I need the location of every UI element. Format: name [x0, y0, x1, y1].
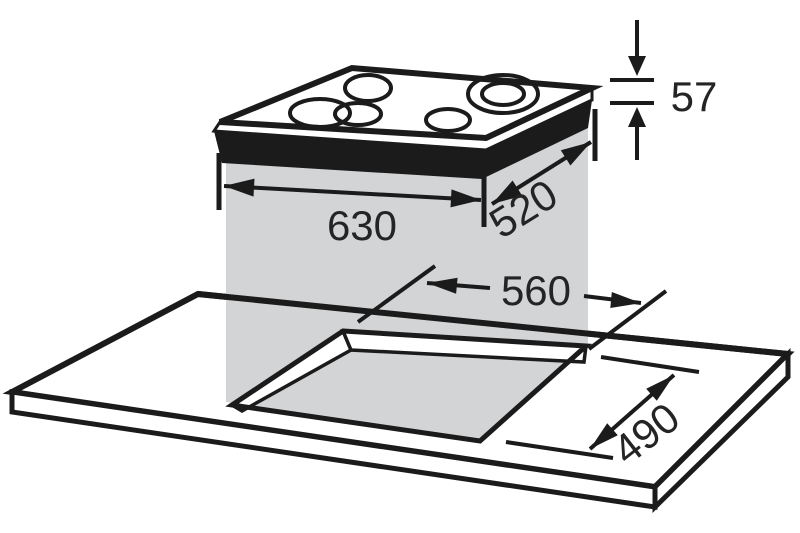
- dimension-cutout-width: 560: [356, 264, 668, 351]
- arrowhead-right-icon: [450, 189, 481, 208]
- extension-line-lower: [505, 440, 614, 460]
- dimension-line: [223, 184, 482, 202]
- arrowhead-left-icon: [427, 277, 458, 294]
- hob-width-label: 630: [327, 202, 397, 249]
- burner-front-right: [424, 107, 472, 133]
- hob: [211, 64, 604, 179]
- arrowhead-lower-icon: [590, 423, 618, 449]
- arrowhead-upper-icon: [646, 375, 674, 401]
- cutout-width-label: 560: [501, 267, 571, 314]
- burner-back-left: [343, 73, 393, 103]
- burner-front-left-outer: [288, 97, 352, 129]
- hob-body: [214, 100, 592, 179]
- burner-back-right-inner: [480, 81, 526, 107]
- extension-slash-right: [587, 289, 668, 351]
- hob-top-surface: [218, 64, 604, 142]
- extension-line-upper: [600, 355, 700, 374]
- arrowhead-lower-icon: [492, 180, 523, 204]
- extension-slash-left: [356, 264, 437, 324]
- hob-height-label: 57: [671, 73, 718, 120]
- burner-front-left-secondary: [333, 101, 383, 127]
- dimension-hob-height: 57: [610, 20, 717, 160]
- arrowhead-upper-icon: [560, 142, 591, 166]
- dimension-hob-width: 630: [216, 153, 487, 249]
- worktop-front-right-face: [652, 347, 791, 513]
- worktop-back-edge: [197, 291, 789, 357]
- arrowhead-up-icon: [628, 107, 646, 127]
- cutout-rim: [225, 328, 593, 444]
- burner-back-right-outer: [466, 73, 540, 115]
- arrowhead-down-icon: [628, 56, 646, 76]
- arrowhead-left-icon: [224, 178, 255, 197]
- arrowhead-right-icon: [610, 292, 641, 308]
- cutout: [225, 328, 593, 444]
